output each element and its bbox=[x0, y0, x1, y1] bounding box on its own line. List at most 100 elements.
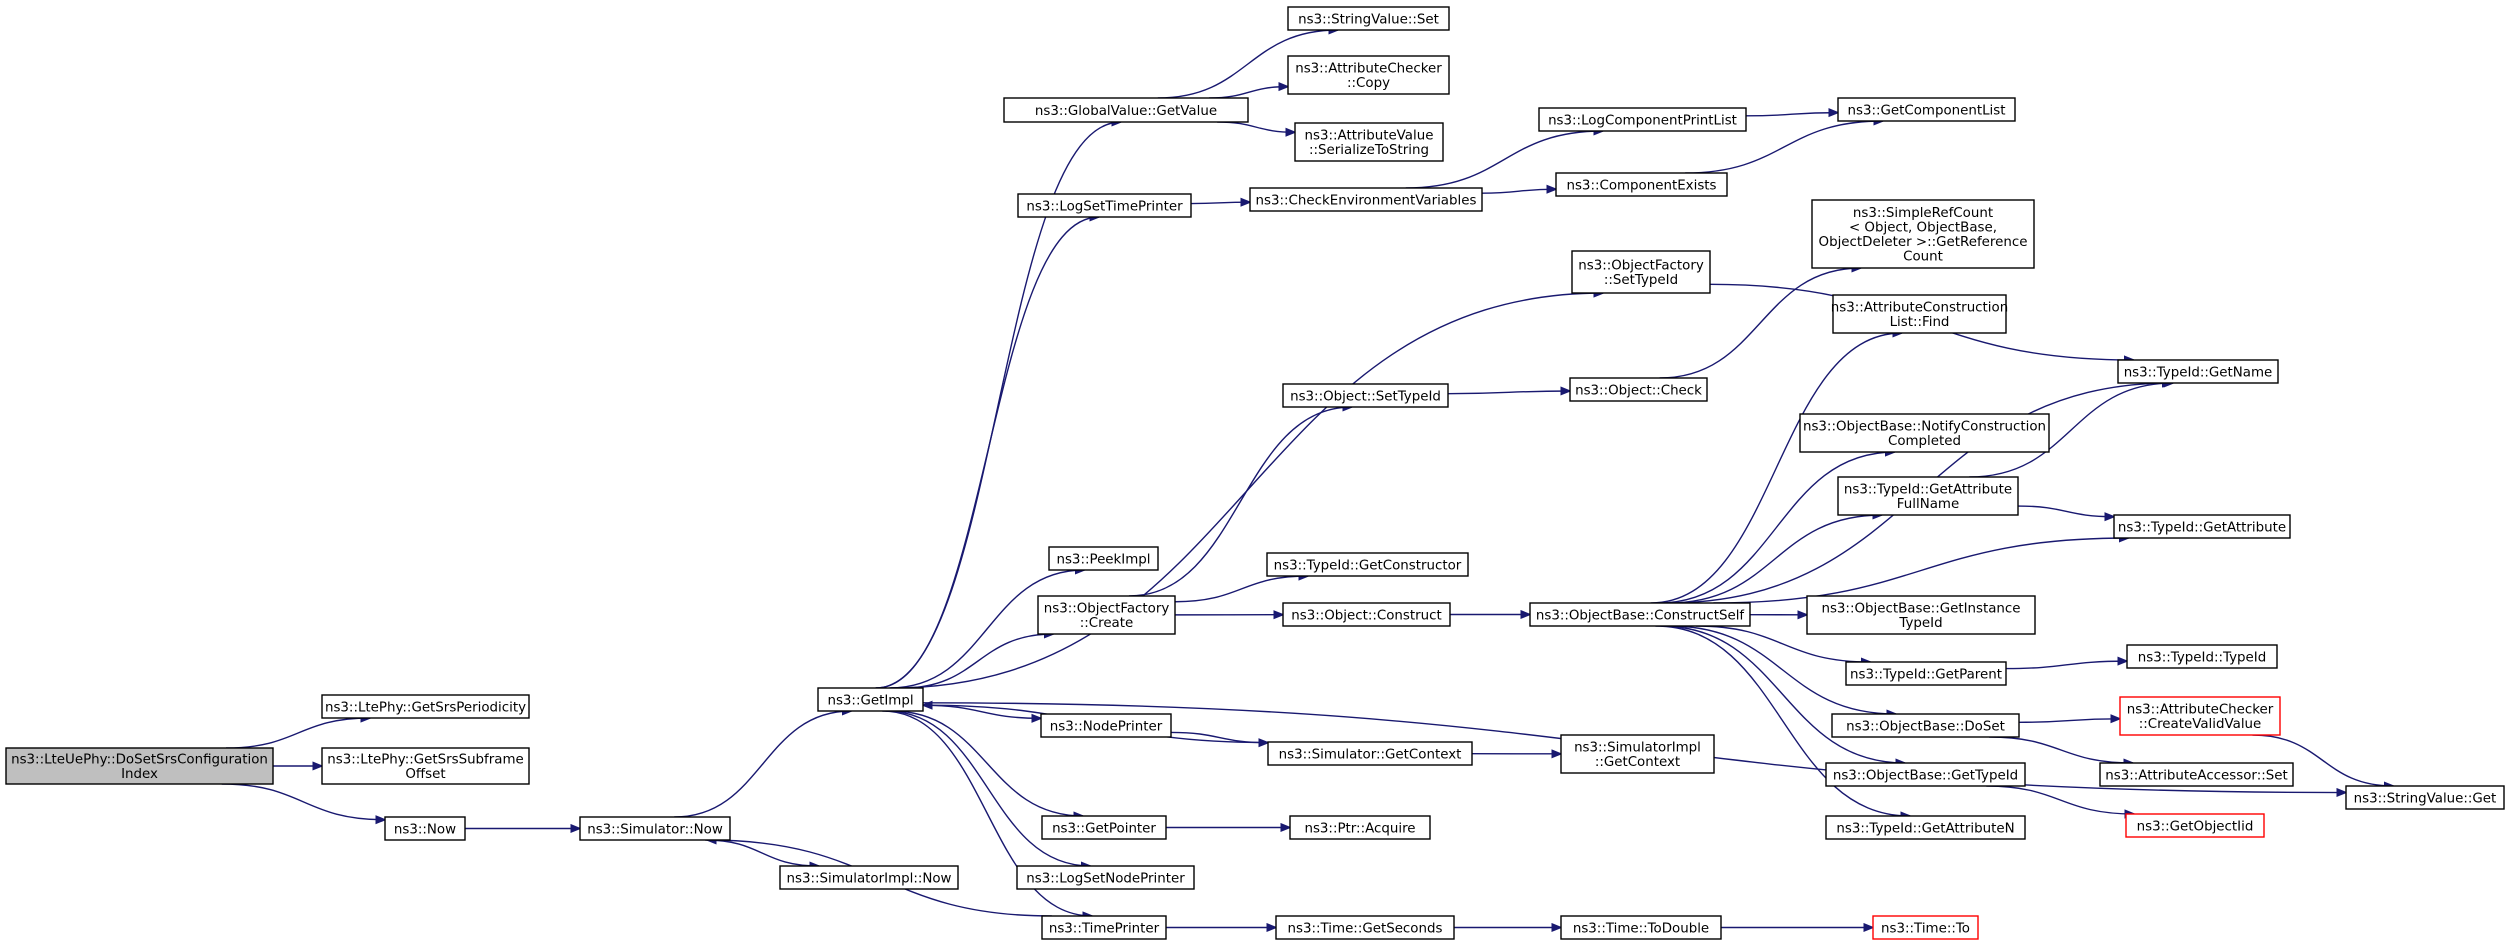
node-box bbox=[1837, 476, 2019, 516]
graph-edge-globalGetValue-to-stringValueSet bbox=[1157, 30, 1338, 99]
graph-edge-simNow-to-simImplNow bbox=[705, 839, 819, 866]
graph-node-simpleRefCount[interactable]: ns3::SimpleRefCount< Object, ObjectBase,… bbox=[1811, 199, 2035, 269]
graph-node-typeIdGetName[interactable]: ns3::TypeId::GetName bbox=[2117, 359, 2279, 384]
graph-node-logSetNodePrinter[interactable]: ns3::LogSetNodePrinter bbox=[1016, 865, 1195, 890]
graph-node-typeIdTypeId[interactable]: ns3::TypeId::TypeId bbox=[2126, 644, 2278, 669]
graph-node-constructSelf[interactable]: ns3::ObjectBase::ConstructSelf bbox=[1529, 602, 1751, 627]
edge-arrow bbox=[1713, 538, 2128, 604]
edge-arrow bbox=[889, 570, 1085, 689]
node-label-line: ::SetTypeId bbox=[1604, 273, 1678, 288]
graph-node-stringValueGet[interactable]: ns3::StringValue::Get bbox=[2345, 785, 2505, 810]
node-label-line: ns3::SimulatorImpl::Now bbox=[786, 871, 951, 886]
graph-node-notifyConstr[interactable]: ns3::ObjectBase::NotifyConstructionCompl… bbox=[1799, 413, 2050, 453]
graph-node-logSetTimePrinter[interactable]: ns3::LogSetTimePrinter bbox=[1017, 193, 1192, 218]
node-label-line: ns3::LogComponentPrintList bbox=[1548, 113, 1737, 128]
graph-node-objFactorySetTypeId[interactable]: ns3::ObjectFactory::SetTypeId bbox=[1571, 250, 1711, 294]
graph-edge-constructSelf-to-typeIdGetAttrFullName bbox=[1667, 515, 1882, 604]
graph-node-stringValueSet[interactable]: ns3::StringValue::Set bbox=[1287, 6, 1450, 31]
graph-node-typeIdGetAttribute[interactable]: ns3::TypeId::GetAttribute bbox=[2113, 514, 2291, 539]
graph-node-objectCheck[interactable]: ns3::Object::Check bbox=[1569, 377, 1708, 402]
graph-node-attrValueSerialize[interactable]: ns3::AttributeValue::SerializeToString bbox=[1294, 122, 1444, 162]
graph-node-getComponentList[interactable]: ns3::GetComponentList bbox=[1837, 97, 2016, 122]
graph-node-now[interactable]: ns3::Now bbox=[384, 816, 466, 841]
graph-node-objectSetTypeId[interactable]: ns3::Object::SetTypeId bbox=[1282, 383, 1449, 408]
graph-node-objBaseGetTypeId[interactable]: ns3::ObjectBase::GetTypeId bbox=[1825, 762, 2026, 787]
graph-node-typeIdGetParent[interactable]: ns3::TypeId::GetParent bbox=[1845, 661, 2007, 686]
node-label-line: ns3::StringValue::Get bbox=[2354, 791, 2497, 806]
node-label-line: ns3::CheckEnvironmentVariables bbox=[1256, 193, 1477, 208]
node-box bbox=[1275, 915, 1455, 940]
node-label-line: ns3::Time::ToDouble bbox=[1573, 921, 1709, 936]
graph-node-attrAccessorSet[interactable]: ns3::AttributeAccessor::Set bbox=[2099, 762, 2294, 787]
graph-node-globalGetValue[interactable]: ns3::GlobalValue::GetValue bbox=[1003, 97, 1249, 123]
edge-arrow bbox=[1695, 625, 1871, 662]
graph-node-simImplNow[interactable]: ns3::SimulatorImpl::Now bbox=[779, 865, 959, 890]
node-label-line: ns3::ObjectBase::GetInstance bbox=[1821, 602, 2020, 617]
graph-node-timeToDouble[interactable]: ns3::Time::ToDouble bbox=[1560, 915, 1722, 940]
graph-node-objectConstruct[interactable]: ns3::Object::Construct bbox=[1282, 602, 1451, 627]
graph-node-simImplGetContext[interactable]: ns3::SimulatorImpl::GetContext bbox=[1560, 734, 1715, 774]
node-label-line: ns3::PeekImpl bbox=[1056, 552, 1150, 567]
node-label-line: ObjectDeleter >::GetReference bbox=[1819, 235, 2028, 250]
graph-node-getPointer[interactable]: ns3::GetPointer bbox=[1041, 815, 1167, 840]
node-label-line: ns3::GetImpl bbox=[827, 693, 913, 708]
graph-node-timePrinter[interactable]: ns3::TimePrinter bbox=[1041, 915, 1167, 940]
node-box bbox=[1294, 122, 1444, 162]
node-box bbox=[1003, 97, 1249, 123]
graph-node-simGetContext[interactable]: ns3::Simulator::GetContext bbox=[1267, 741, 1473, 766]
node-label-line: Completed bbox=[1888, 434, 1961, 449]
node-label-line: ns3::Ptr::Acquire bbox=[1304, 821, 1415, 836]
node-box bbox=[1806, 595, 2036, 635]
graph-edge-typeIdGetAttrFullName-to-typeIdGetAttribute bbox=[2017, 505, 2114, 517]
graph-node-root[interactable]: ns3::LteUePhy::DoSetSrsConfigurationInde… bbox=[5, 747, 274, 785]
graph-node-checkEnvVars[interactable]: ns3::CheckEnvironmentVariables bbox=[1249, 187, 1483, 212]
graph-node-attrCheckerCopy[interactable]: ns3::AttributeChecker::Copy bbox=[1287, 55, 1450, 95]
node-label-line: FullName bbox=[1897, 497, 1959, 512]
graph-edge-getImpl-to-objFactoryCreate bbox=[902, 634, 1054, 689]
node-label-line: ns3::Simulator::GetContext bbox=[1279, 747, 1462, 762]
node-box bbox=[1266, 552, 1469, 577]
graph-node-timeGetSeconds[interactable]: ns3::Time::GetSeconds bbox=[1275, 915, 1455, 940]
node-box bbox=[817, 687, 924, 712]
graph-node-logCompPrintList[interactable]: ns3::LogComponentPrintList bbox=[1538, 107, 1747, 132]
edge-arrow bbox=[2018, 719, 2120, 722]
node-label-line: ns3::Object::Construct bbox=[1291, 608, 1442, 623]
node-label-line: ns3::GetObjectIid bbox=[2137, 819, 2254, 834]
graph-node-timeTo[interactable]: ns3::Time::To bbox=[1872, 915, 1979, 940]
graph-node-getImpl[interactable]: ns3::GetImpl bbox=[817, 687, 924, 712]
node-label-line: Count bbox=[1903, 250, 1943, 265]
edge-arrow bbox=[1655, 625, 1910, 816]
edge-arrow bbox=[882, 710, 1092, 916]
graph-node-simNow[interactable]: ns3::Simulator::Now bbox=[579, 816, 731, 841]
node-box bbox=[1571, 250, 1711, 294]
graph-node-typeIdGetConstructor[interactable]: ns3::TypeId::GetConstructor bbox=[1266, 552, 1469, 577]
graph-edge-constructSelf-to-objBaseGetTypeId bbox=[1660, 625, 1905, 763]
node-box bbox=[1799, 413, 2050, 453]
node-label-line: ns3::NodePrinter bbox=[1050, 719, 1163, 734]
graph-node-componentExists[interactable]: ns3::ComponentExists bbox=[1555, 172, 1728, 197]
node-box bbox=[5, 747, 274, 785]
graph-edge-globalGetValue-to-attrCheckerCopy bbox=[1209, 87, 1288, 99]
node-label-line: ns3::TypeId::GetAttribute bbox=[2118, 520, 2286, 535]
node-box bbox=[1249, 187, 1483, 212]
graph-node-objBaseDoSet[interactable]: ns3::ObjectBase::DoSet bbox=[1831, 713, 2020, 738]
graph-node-getSrsPeriodicity[interactable]: ns3::LtePhy::GetSrsPeriodicity bbox=[321, 694, 530, 719]
graph-edge-getImpl-to-logSetTimePrinter bbox=[875, 217, 1099, 689]
node-label-line: ns3::AttributeChecker bbox=[1295, 62, 1442, 77]
graph-node-objFactoryCreate[interactable]: ns3::ObjectFactory::Create bbox=[1037, 595, 1176, 635]
graph-node-nodePrinter[interactable]: ns3::NodePrinter bbox=[1040, 713, 1172, 738]
graph-node-peekImpl[interactable]: ns3::PeekImpl bbox=[1048, 546, 1159, 571]
node-label-line: ns3::Time::GetSeconds bbox=[1288, 921, 1443, 936]
graph-node-ptrAcquire[interactable]: ns3::Ptr::Acquire bbox=[1289, 815, 1431, 840]
graph-edge-getImpl-to-getPointer bbox=[891, 710, 1083, 816]
graph-node-getObjectIid[interactable]: ns3::GetObjectIid bbox=[2125, 813, 2265, 838]
graph-node-typeIdGetAttributeN[interactable]: ns3::TypeId::GetAttributeN bbox=[1825, 815, 2026, 840]
node-box bbox=[1569, 377, 1708, 402]
node-box bbox=[2119, 696, 2281, 736]
node-box bbox=[1282, 602, 1451, 627]
graph-node-createValidValue[interactable]: ns3::AttributeChecker::CreateValidValue bbox=[2119, 696, 2281, 736]
